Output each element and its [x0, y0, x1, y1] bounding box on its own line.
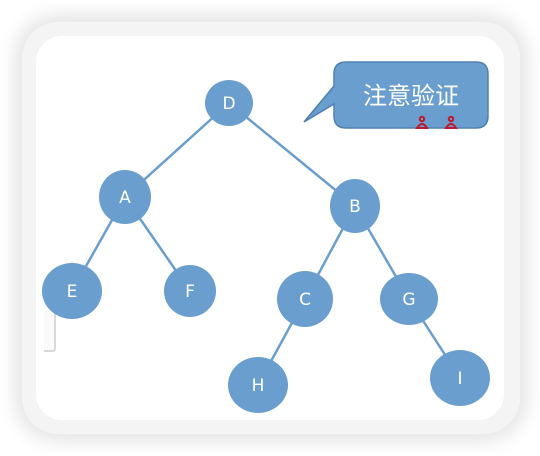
node-label: H — [252, 376, 265, 396]
tree-node-a: A — [99, 170, 151, 224]
node-label: A — [119, 188, 131, 208]
node-circle — [99, 170, 151, 224]
node-circle — [205, 80, 253, 126]
node-circle — [330, 179, 380, 233]
emphasis-mark — [415, 115, 429, 129]
node-circle — [430, 350, 490, 406]
node-circle — [228, 357, 288, 413]
emphasis-marks — [415, 115, 458, 129]
edges-layer — [70, 102, 462, 386]
node-label: I — [457, 369, 462, 389]
tree-node-g: G — [380, 273, 438, 325]
node-circle — [277, 271, 333, 327]
node-label: F — [185, 282, 195, 302]
callout-text: 注意验证 — [363, 82, 459, 110]
node-label: B — [349, 197, 361, 217]
tree-node-b: B — [330, 179, 380, 233]
callout-bubble — [303, 61, 489, 129]
edge-d-b — [228, 102, 356, 207]
tree-node-d: D — [205, 80, 253, 126]
node-label: E — [67, 282, 78, 302]
tree-node-i: I — [430, 350, 490, 406]
tree-node-c: C — [277, 271, 333, 327]
node-label: G — [402, 290, 415, 310]
nodes-layer: D A B E F C G H I — [42, 80, 490, 413]
callout: 注意验证 — [303, 61, 489, 129]
node-circle — [164, 265, 216, 317]
tree-node-h: H — [228, 357, 288, 413]
tree-node-e: E — [42, 263, 102, 319]
node-circle — [380, 273, 438, 325]
node-circle — [42, 263, 102, 319]
node-label: C — [299, 290, 311, 310]
tree-node-f: F — [164, 265, 216, 317]
node-label: D — [222, 94, 235, 114]
emphasis-mark — [444, 115, 458, 129]
